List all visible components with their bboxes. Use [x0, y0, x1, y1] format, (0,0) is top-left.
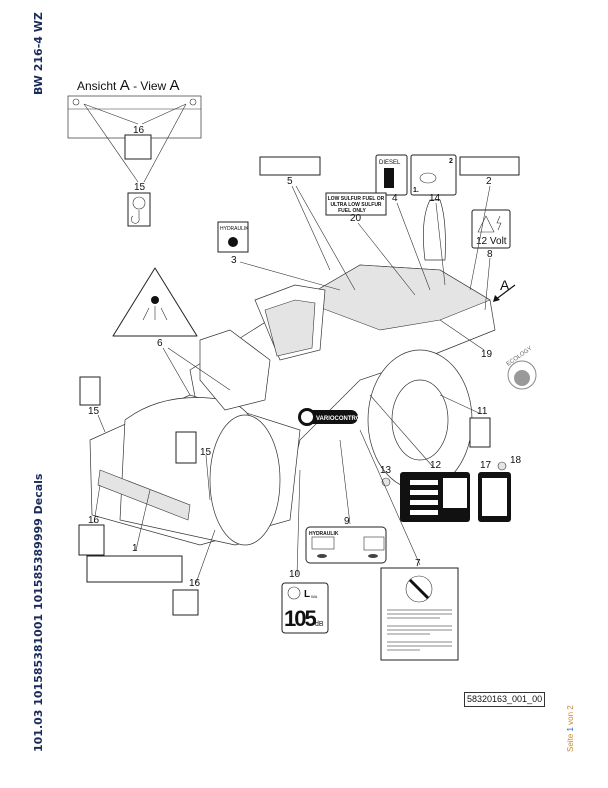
decal-no-step	[124, 134, 152, 160]
decal-hydraulik: HYDRAULIK	[217, 221, 249, 253]
callout-15-drum: 15	[200, 447, 212, 458]
svg-text:1.: 1.	[413, 187, 419, 194]
callout-3: 3	[231, 255, 237, 266]
nameplate-12	[400, 472, 470, 522]
svg-text:12 Volt: 12 Volt	[476, 236, 507, 247]
decal-no-step-right	[172, 589, 199, 616]
lightning-icon	[496, 215, 502, 231]
prohibition-icon	[405, 575, 433, 603]
decal-sound-level: L WA 105 dB	[281, 582, 329, 634]
blank-decal-1	[86, 555, 183, 583]
speaker-icon	[287, 586, 301, 600]
nut-18	[497, 461, 507, 471]
decal-low-sulfur: LOW SULFUR FUEL OR ULTRA LOW SULFUR FUEL…	[325, 192, 387, 216]
callout-9: 9	[344, 516, 350, 527]
roller-machine	[89, 199, 496, 546]
blank-decal-2	[459, 156, 520, 176]
svg-text:HYDRAULIK: HYDRAULIK	[220, 226, 249, 232]
callout-16: 16	[133, 125, 145, 136]
callout-17: 17	[480, 460, 492, 471]
leader-lines	[93, 185, 491, 584]
svg-text:HYDRAULIK: HYDRAULIK	[309, 531, 339, 537]
view-a-arrow	[494, 284, 516, 301]
svg-text:2: 2	[449, 158, 453, 165]
callout-14: 14	[429, 193, 441, 204]
callout-11: 11	[477, 406, 488, 417]
decal-ear-protection-notice	[380, 567, 459, 661]
ecology-logo: ECOLOGY	[506, 346, 537, 390]
callout-16-left: 16	[88, 515, 100, 526]
nameplate-17	[478, 472, 511, 522]
decal-11	[469, 417, 491, 448]
callout-5: 5	[287, 176, 293, 187]
decal-no-step-left	[78, 524, 105, 556]
svg-text:LOW SULFUR FUEL OR: LOW SULFUR FUEL OR	[328, 196, 385, 202]
view-a-title: Ansicht A - View A	[77, 77, 180, 94]
decal-lifting-point-drum	[175, 431, 197, 464]
decal-lifting-point-left	[79, 376, 101, 406]
callout-20: 20	[350, 213, 362, 224]
callout-13: 13	[380, 465, 392, 476]
svg-text:FUEL ONLY: FUEL ONLY	[338, 208, 366, 214]
decal-crush-warning	[112, 267, 198, 337]
callout-2: 2	[486, 176, 492, 187]
callout-8: 8	[487, 249, 493, 260]
callout-15: 15	[134, 182, 146, 193]
oil-drop-icon	[228, 237, 238, 247]
view-a: Ansicht A - View A 16 15	[67, 77, 202, 227]
decal-fuel-cap: 1. 2	[410, 154, 457, 196]
svg-text:DIESEL: DIESEL	[379, 160, 401, 166]
callout-4: 4	[392, 193, 398, 204]
callout-18: 18	[510, 455, 522, 466]
fuel-cap-icon	[419, 172, 437, 184]
callout-6: 6	[157, 338, 163, 349]
svg-text:VARIOCONTROL: VARIOCONTROL	[316, 416, 365, 422]
decal-variocontrol: VARIOCONTROL	[298, 408, 365, 426]
fuel-pump-icon	[384, 168, 394, 188]
callout-19: 19	[481, 349, 493, 360]
svg-text:L: L	[304, 589, 310, 600]
svg-text:ULTRA LOW SULFUR: ULTRA LOW SULFUR	[330, 202, 381, 208]
exhaust-pipe	[423, 199, 446, 261]
decal-12-volt: 12 Volt	[471, 209, 511, 249]
warning-icon	[477, 215, 495, 233]
decal-diesel: DIESEL	[375, 154, 408, 196]
callout-16-right: 16	[189, 578, 201, 589]
svg-text:105: 105	[284, 606, 316, 631]
svg-text:dB: dB	[315, 621, 324, 628]
view-a-marker: A	[500, 277, 510, 293]
callout-7: 7	[415, 558, 421, 569]
decal-hydraulic-level: HYDRAULIK	[305, 526, 387, 564]
callouts: 5 4 20 14 2 8 3 6 19 15 15 11 12 13 17 1…	[88, 176, 522, 589]
blank-decal-5	[259, 156, 321, 176]
callout-12: 12	[430, 460, 442, 471]
callout-10: 10	[289, 569, 301, 580]
callout-1: 1	[132, 543, 138, 554]
svg-text:WA: WA	[311, 594, 318, 599]
callout-15-left: 15	[88, 406, 100, 417]
drawing-id: 58320163_001_00	[464, 692, 546, 707]
